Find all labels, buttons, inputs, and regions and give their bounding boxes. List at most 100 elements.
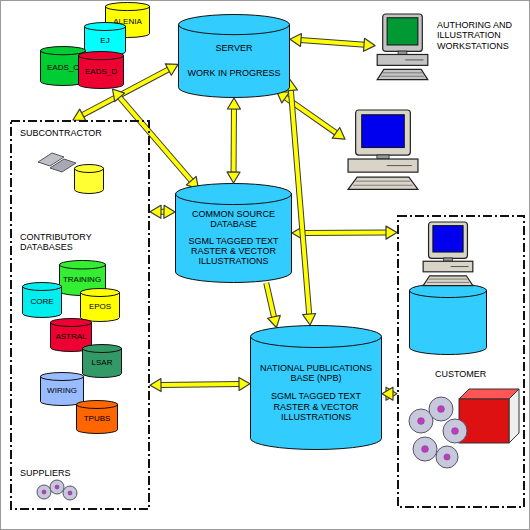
flow-arrow	[73, 64, 178, 121]
arrow-outline	[300, 40, 365, 45]
database-cylinder: TPUBS	[76, 400, 118, 434]
arrow-outline	[302, 230, 387, 236]
keyboard-keys	[383, 72, 423, 73]
node-label: TPUBS	[84, 414, 111, 423]
node-label: AUTHORING AND ILLUSTRATION WORKSTATIONS	[437, 20, 525, 51]
cylinder-top	[83, 345, 122, 353]
flow-arrow	[266, 283, 280, 328]
monitor-screen	[433, 226, 463, 252]
keyboard-keys	[356, 181, 411, 182]
arrow-head	[150, 205, 161, 218]
cylinder-body	[251, 336, 382, 450]
node-label: CORE	[30, 297, 53, 306]
label-stack: LSAR	[82, 344, 122, 378]
database-cylinder: COMMON SOURCE DATABASE SGML TAGGED TEXT R…	[175, 183, 292, 283]
cylinder-top	[77, 401, 118, 409]
cylinder-top	[41, 47, 86, 55]
monitor-case	[356, 110, 411, 155]
node-label: SUPPLIERS	[20, 468, 140, 478]
cd-disc	[436, 446, 458, 468]
cd-disc	[37, 485, 51, 499]
arrow-shaft	[232, 108, 236, 173]
system-unit	[423, 261, 473, 272]
keyboard	[348, 177, 418, 189]
node-label: LSAR	[92, 358, 113, 367]
cd-hub	[444, 454, 450, 460]
arrow-outline	[231, 108, 237, 173]
flow-arrow	[227, 98, 240, 183]
cylinder-body	[410, 290, 487, 354]
region-border	[11, 121, 149, 509]
customer-region-outline	[397, 215, 525, 508]
cylinder-top	[79, 52, 124, 60]
label-stack: SERVERWORK IN PROGRESS	[178, 14, 290, 98]
arrow-head	[150, 379, 161, 392]
region-border	[398, 216, 524, 507]
label-stack: EJ	[84, 22, 126, 56]
arrow-head	[386, 226, 397, 239]
arrow-head	[227, 172, 240, 183]
cd-disc	[413, 437, 437, 461]
keyboard-keys	[353, 185, 412, 186]
node-label: EJ	[100, 36, 109, 45]
arrow-head	[303, 314, 316, 325]
cd-hub	[452, 428, 459, 435]
arrow-head	[382, 387, 393, 400]
cd-disc	[63, 486, 77, 500]
flow-arrow	[290, 34, 375, 52]
node-label: EADS_C	[47, 63, 79, 72]
node-label: CUSTOMER	[435, 369, 515, 379]
node-label: ASTRAL	[55, 332, 86, 341]
keyboard-keys	[381, 76, 424, 77]
group-region: SUBCONTRACTORCONTRIBUTORY DATABASESSUPPL…	[10, 120, 150, 510]
book-pages	[509, 389, 519, 443]
database-cylinder: WIRING	[40, 372, 84, 406]
flow-arrow	[292, 226, 397, 239]
cd-hub	[438, 406, 445, 413]
node-label: SGML TAGGED TEXT RASTER & VECTOR ILLUSTR…	[179, 236, 288, 267]
cylinder-top	[176, 184, 292, 205]
arrow-outline	[119, 97, 192, 182]
arrow-shaft	[300, 40, 365, 45]
system-unit	[377, 54, 428, 65]
database-cylinder: EPOS	[80, 288, 120, 322]
node-label: SERVER	[216, 43, 253, 53]
cylinder-top	[251, 326, 382, 348]
cylinder-top	[81, 289, 120, 297]
database-cylinder: EJ	[84, 22, 126, 56]
label-stack: NATIONAL PUBLICATIONS BASE (NPB)SGML TAG…	[250, 325, 382, 450]
node-label: SGML TAGGED TEXT RASTER & VECTOR ILLUSTR…	[254, 391, 378, 422]
arrow-head	[164, 205, 175, 218]
arrow-outline	[160, 384, 240, 385]
cylinder-top	[41, 373, 84, 381]
arrow-head	[227, 98, 240, 109]
cd-hub	[418, 418, 425, 425]
server-cylinder: SERVERWORK IN PROGRESS	[178, 14, 290, 98]
cd-hub	[55, 485, 59, 489]
arrow-shaft	[302, 231, 387, 235]
arrow-shaft	[119, 97, 192, 182]
arrow-head	[239, 377, 250, 390]
label-stack: CORE	[22, 282, 62, 318]
node-label: CONTRIBUTORY DATABASES	[20, 232, 100, 253]
drive-slot	[451, 266, 469, 267]
label-stack: EADS_D	[78, 51, 124, 89]
label-stack: EPOS	[80, 288, 120, 322]
cd-hub	[422, 446, 429, 453]
cylinder-top	[59, 261, 105, 269]
flow-arrow	[113, 89, 199, 189]
monitor-neck	[377, 155, 389, 159]
drive-slot	[405, 59, 423, 60]
monitor-screen	[362, 115, 405, 148]
cd-disc	[443, 419, 467, 443]
cd-disc	[50, 480, 64, 494]
flow-arrow	[382, 387, 397, 400]
arrow-shaft	[160, 384, 240, 385]
node-label: EPOS	[89, 302, 111, 311]
arrow-head	[332, 128, 345, 140]
database-cylinder: LSAR	[82, 344, 122, 378]
node-label: COMMON SOURCE DATABASE	[179, 209, 288, 230]
drive-slot	[387, 165, 412, 166]
